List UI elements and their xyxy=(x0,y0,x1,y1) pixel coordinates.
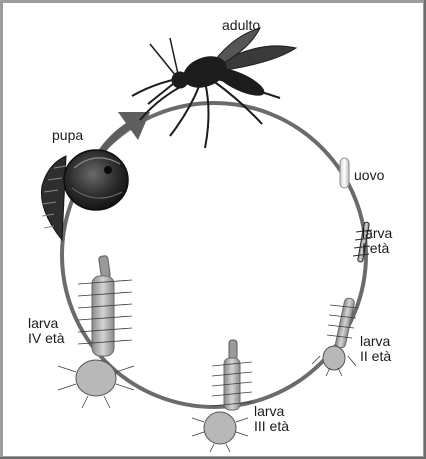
egg-label-text: uovo xyxy=(354,168,384,183)
larva-stage-1-label-line1: larva xyxy=(362,226,392,241)
pupa-label-text: pupa xyxy=(52,128,83,143)
larva-stage-3-label-line2: III età xyxy=(254,419,289,434)
larva-stage-3-label-line1: larva xyxy=(254,404,289,419)
larva-stage-4-label-line2: IV età xyxy=(28,331,65,346)
egg-label: uovo xyxy=(354,168,384,183)
larva-stage-3 xyxy=(192,340,252,452)
pupa xyxy=(41,150,128,240)
adult-mosquito xyxy=(132,28,296,148)
egg xyxy=(340,158,349,188)
adult-label: adulto xyxy=(222,18,260,33)
pupa-label: pupa xyxy=(52,128,83,143)
larva-stage-2-label-line1: larva xyxy=(360,334,391,349)
larva-stage-1-label: larva I età xyxy=(362,226,392,256)
larva-stage-4-label: larva IV età xyxy=(28,316,65,346)
larva-stage-4-label-line1: larva xyxy=(28,316,65,331)
adult-label-text: adulto xyxy=(222,18,260,33)
larva-stage-4 xyxy=(58,255,134,408)
larva-stage-2-label-line2: II età xyxy=(360,349,391,364)
larva-stage-3-label: larva III età xyxy=(254,404,289,434)
larva-stage-2-label: larva II età xyxy=(360,334,391,364)
larva-stage-1-label-line2: I età xyxy=(362,241,392,256)
